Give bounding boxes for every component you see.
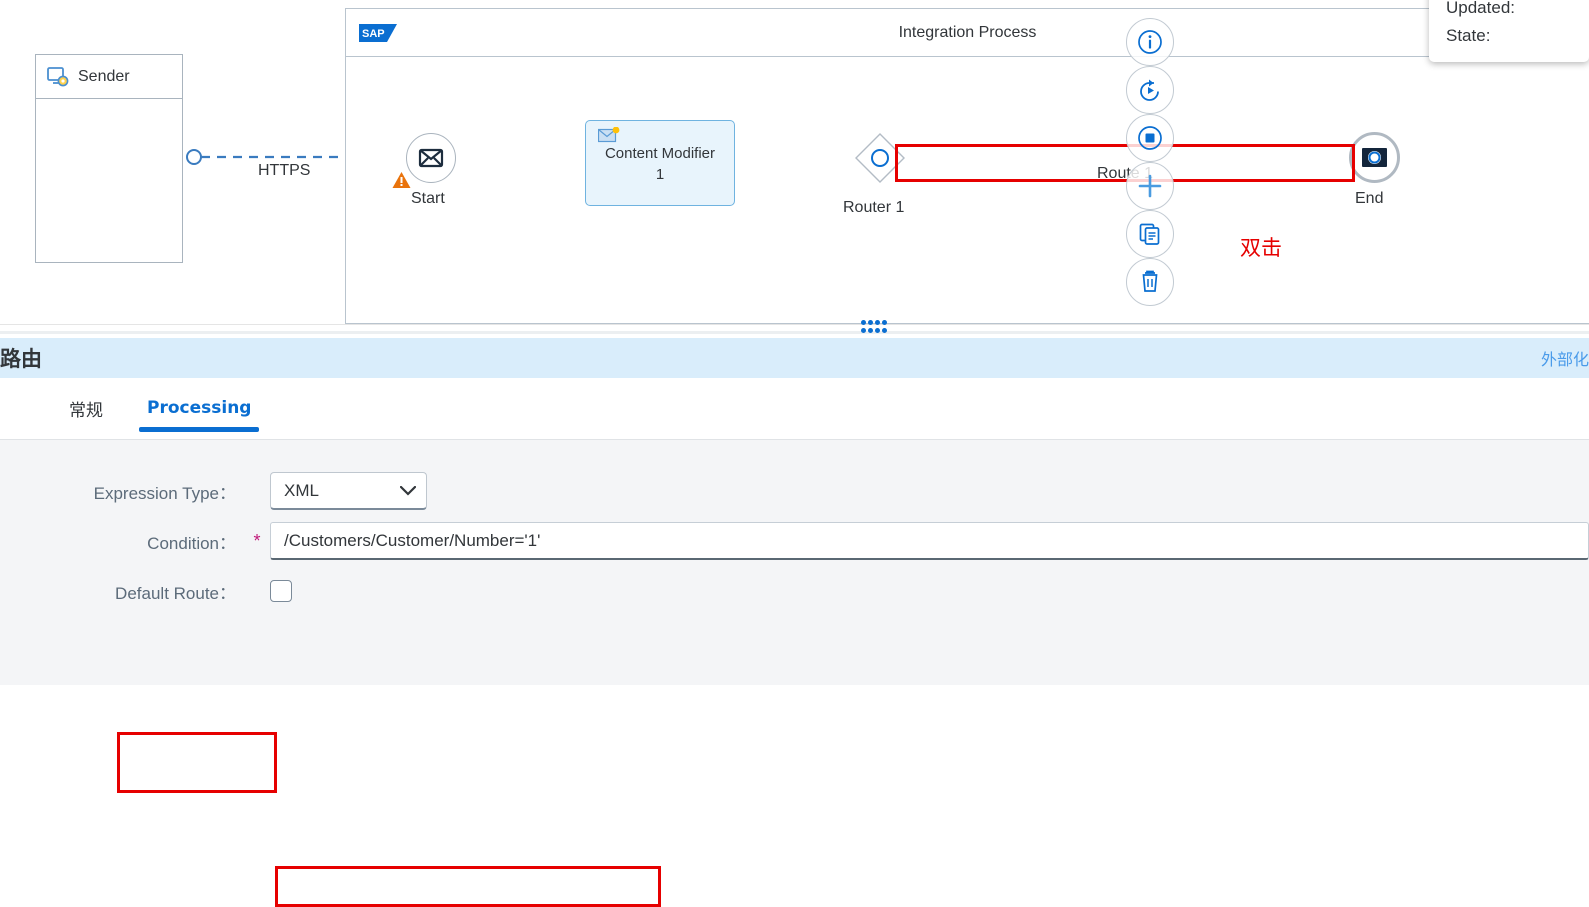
condition-label: Condition： [147, 533, 236, 553]
default-route-label: Default Route： [115, 583, 236, 603]
highlight-box-sequence-flow [895, 144, 1355, 182]
message-flow-label: HTTPS [258, 162, 311, 179]
copy-icon[interactable] [1126, 210, 1174, 258]
end-event-label: End [1355, 190, 1384, 207]
sap-logo: SAP [359, 24, 397, 42]
iflow-canvas[interactable]: Sender HTTPS SAP Integration Process [0, 0, 1589, 330]
sender-system-icon [47, 66, 69, 87]
state-popup-state-line: State: [1446, 26, 1491, 45]
highlight-box-processing-tab [117, 732, 277, 793]
tab-processing[interactable]: Processing [125, 378, 273, 438]
splitter-bar [0, 331, 1589, 334]
sender-participant[interactable]: Sender [35, 54, 183, 263]
form-row-condition: Condition： * /Customers/Customer/Number=… [0, 516, 1589, 566]
element-toolbar[interactable] [1126, 18, 1174, 306]
externalize-link[interactable]: 外部化 [1540, 350, 1589, 369]
pool-title: Integration Process [898, 24, 1037, 41]
properties-panel: 路由 外部化 常规 Processing Expression Type： XM… [0, 338, 1589, 907]
condition-input-wrapper: /Customers/Customer/Number='1' [270, 522, 1589, 560]
trash-icon[interactable] [1126, 258, 1174, 306]
tab-general[interactable]: 常规 [69, 400, 103, 421]
annotation-double-click: 双击 [1240, 236, 1282, 260]
condition-input[interactable]: /Customers/Customer/Number='1' [270, 522, 1589, 560]
expression-type-select[interactable]: XML [270, 472, 427, 510]
properties-panel-header: 路由 外部化 [0, 338, 1589, 378]
content-modifier-label: Content Modifier 1 [604, 145, 716, 183]
chevron-down-icon [400, 485, 416, 496]
properties-tabs[interactable]: 常规 Processing [0, 378, 1589, 440]
sender-label: Sender [78, 67, 130, 85]
undo-icon[interactable] [1126, 66, 1174, 114]
start-event-label: Start [411, 190, 445, 207]
page-title: 路由 [0, 347, 42, 371]
sender-header: Sender [36, 55, 182, 99]
form-row-default-route: Default Route： [0, 566, 1589, 616]
panel-splitter[interactable] [0, 324, 1589, 339]
splitter-grip-handle[interactable] [861, 320, 887, 334]
warning-triangle-icon [392, 171, 411, 189]
default-route-checkbox[interactable] [270, 580, 292, 602]
stop-icon[interactable] [1126, 114, 1174, 162]
processing-form: Expression Type： XML Condition： * /Custo… [0, 440, 1589, 616]
info-icon[interactable] [1126, 18, 1174, 66]
expression-type-label: Expression Type： [93, 483, 236, 503]
expression-type-value: XML [284, 480, 319, 500]
end-event[interactable] [1349, 132, 1400, 183]
state-popup: Updated: State: [1429, 0, 1589, 62]
highlight-box-condition-field [275, 866, 661, 907]
plus-icon[interactable] [1126, 162, 1174, 210]
content-modifier-step[interactable]: Content Modifier 1 [585, 120, 735, 206]
pool-header: SAP Integration Process [346, 9, 1589, 57]
start-event[interactable] [406, 133, 456, 183]
router-gateway-label: Router 1 [843, 199, 905, 216]
condition-required-marker: * [253, 530, 261, 551]
state-popup-updated-line: Updated: [1446, 0, 1515, 17]
form-row-expression-type: Expression Type： XML [0, 466, 1589, 516]
content-modifier-icon [598, 127, 620, 145]
svg-text:SAP: SAP [362, 28, 385, 40]
